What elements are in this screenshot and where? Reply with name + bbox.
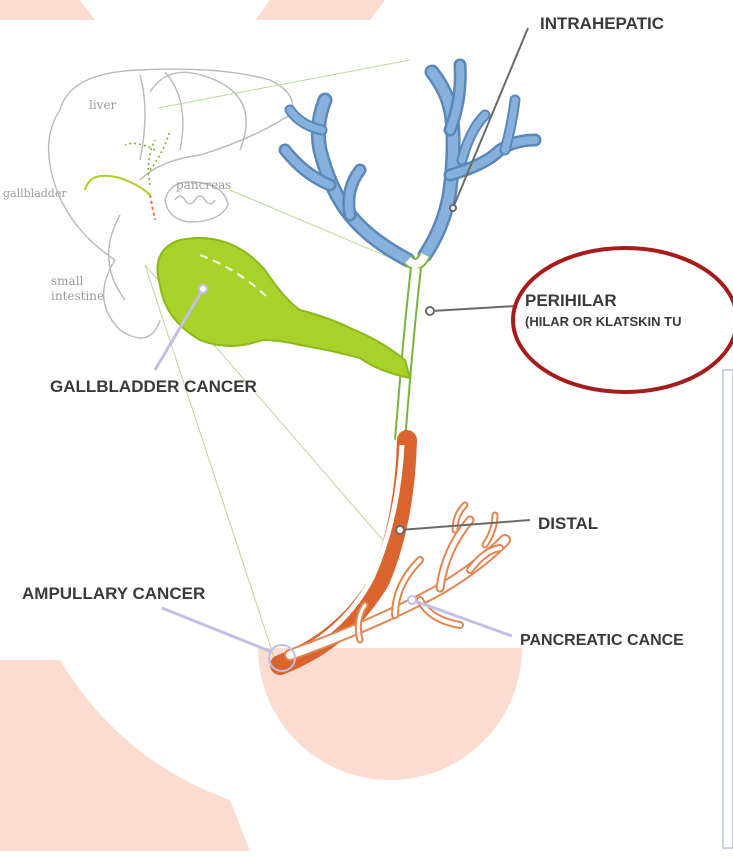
inset-small-label: small bbox=[51, 274, 84, 288]
gallbladder-shape bbox=[158, 238, 411, 378]
ampullary-cancer-label: AMPULLARY CANCER bbox=[22, 584, 205, 603]
inset-liver-label: liver bbox=[89, 98, 117, 112]
stomach-outline bbox=[150, 72, 246, 150]
distal-label: DISTAL bbox=[538, 514, 598, 533]
gallbladder-cancer-label: GALLBLADDER CANCER bbox=[50, 377, 257, 396]
ampullary-pointer bbox=[162, 608, 272, 652]
perihilar-sub-label: (HILAR OR KLATSKIN TU bbox=[525, 314, 681, 329]
inset-intrahepatic bbox=[125, 130, 170, 185]
bg-arc-left bbox=[0, 660, 250, 851]
inset-intestine-label: intestine bbox=[51, 289, 104, 303]
perihilar-label: PERIHILAR bbox=[525, 291, 617, 310]
bg-top-bar-2 bbox=[255, 0, 385, 20]
pancreatic-cancer-label: PANCREATIC CANCE bbox=[520, 632, 684, 649]
bg-top-bar bbox=[0, 0, 95, 20]
liver-lobe bbox=[140, 75, 145, 160]
intrahepatic-label: INTRAHEPATIC bbox=[540, 14, 664, 33]
intrahepatic-ducts bbox=[285, 65, 535, 260]
liver-outline bbox=[60, 69, 293, 180]
pancreas-curls bbox=[175, 196, 215, 204]
inset-duct bbox=[150, 195, 155, 220]
perihilar-duct bbox=[400, 255, 425, 440]
liver-left bbox=[49, 110, 115, 260]
intestine-outline bbox=[104, 260, 160, 338]
inset-pancreas-label: pancreas bbox=[176, 178, 231, 192]
perihilar-pointer bbox=[432, 306, 516, 311]
inset-gallbladder-label: gallbladder bbox=[3, 187, 67, 200]
pancreatic-pointer bbox=[412, 600, 512, 636]
side-panel bbox=[723, 370, 733, 848]
inset-gallbladder bbox=[85, 176, 150, 195]
